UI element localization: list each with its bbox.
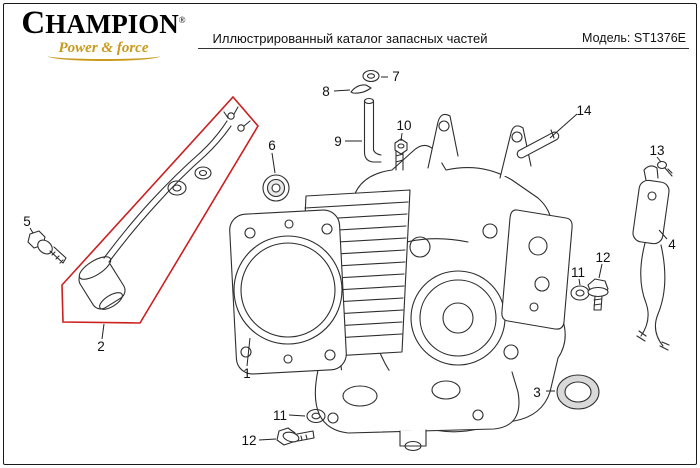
- callout-11-right: 11: [571, 265, 585, 280]
- part-10-nut: [394, 138, 408, 155]
- logo-swoosh: [47, 54, 160, 61]
- brand-tagline: Power & force: [58, 39, 149, 56]
- part-3-oil-seal: [556, 374, 600, 410]
- callouts: 7 8 9 10 14 13 6 5 4 2 1 11 12 3 11 12: [23, 69, 676, 448]
- callout-1: 1: [243, 366, 251, 381]
- part-12-bolt-bottom: [276, 427, 315, 446]
- leader-lines: [29, 76, 668, 441]
- part-5-bolt: [27, 230, 67, 264]
- callout-9: 9: [334, 134, 342, 149]
- callout-12-right: 12: [595, 250, 610, 265]
- callout-2: 2: [97, 339, 105, 354]
- callout-6: 6: [268, 138, 276, 153]
- part-13-screw: [656, 160, 673, 177]
- part-9-tube: [363, 97, 382, 163]
- part-1-crankcase: [229, 113, 573, 452]
- model-info: Модель: ST1376E: [582, 31, 686, 45]
- callout-5: 5: [23, 214, 31, 229]
- highlight-outline: [61, 95, 259, 324]
- part-7-washer: [362, 69, 380, 83]
- part-8-clip: [350, 84, 372, 94]
- callout-3: 3: [533, 385, 541, 400]
- callout-11-bottom: 11: [273, 408, 287, 423]
- callout-10: 10: [396, 118, 411, 133]
- callout-7: 7: [392, 69, 400, 84]
- page-title: Иллюстрированный каталог запасных частей: [212, 31, 488, 46]
- part-6-bearing: [262, 174, 290, 202]
- callout-4: 4: [668, 237, 676, 252]
- callout-13: 13: [649, 143, 664, 158]
- champion-logo: CHAMPION® Power & force: [16, 6, 191, 61]
- part-12-bolt-right: [587, 278, 609, 311]
- part-2-oil-sensor-assembly: [78, 106, 251, 310]
- callout-8: 8: [322, 84, 330, 99]
- callout-12-bottom: 12: [241, 433, 256, 448]
- brand-name: CHAMPION®: [21, 5, 186, 41]
- registered-trademark-icon: ®: [178, 15, 186, 25]
- model-label: Модель:: [582, 31, 631, 45]
- part-11-washer-bottom: [306, 408, 326, 424]
- header-rule: [198, 48, 689, 49]
- part-14-pin: [516, 129, 560, 159]
- part-4-wired-switch: [632, 165, 670, 351]
- callout-14: 14: [576, 103, 592, 118]
- part-11-washer-right: [570, 285, 590, 301]
- model-value: ST1376E: [633, 31, 686, 45]
